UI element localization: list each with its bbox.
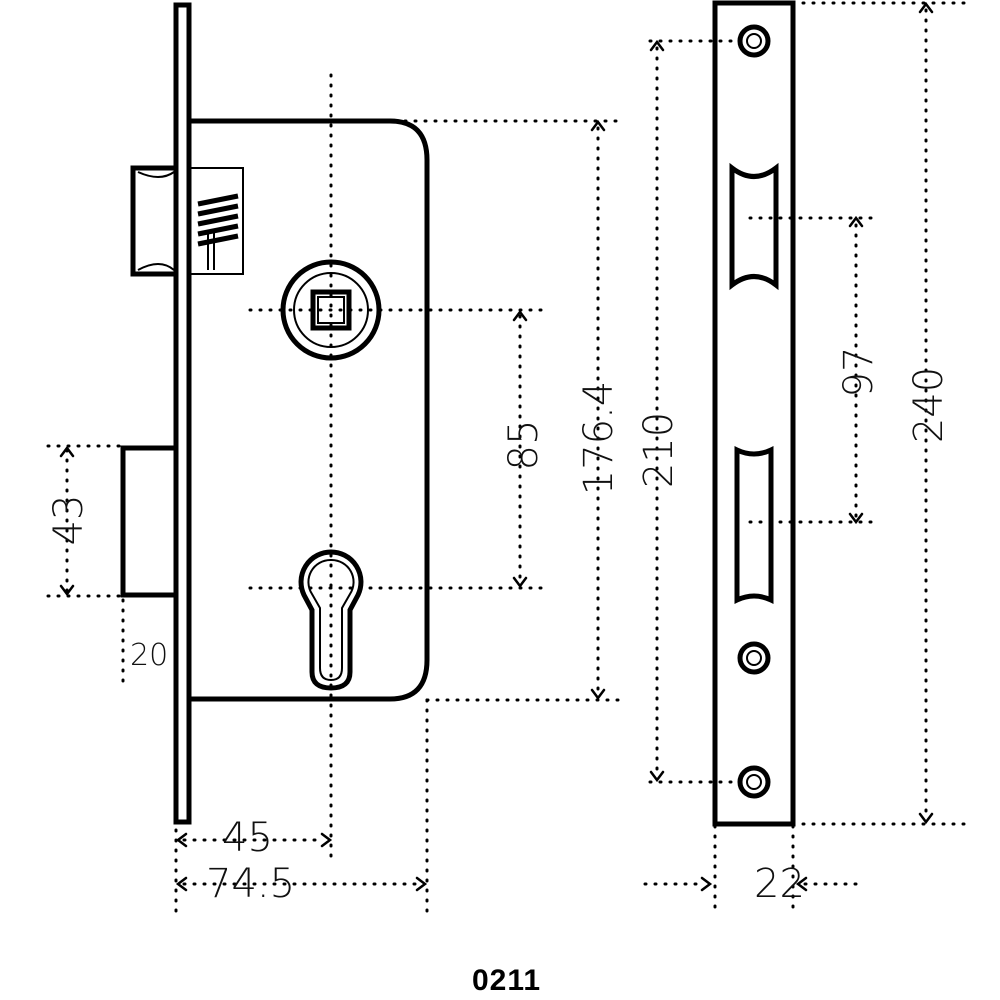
lock-body-view	[120, 2, 430, 825]
bolt-opening	[734, 446, 774, 604]
latch-opening	[729, 162, 779, 291]
cylinder-cutout	[298, 549, 364, 691]
screw-hole-bottom	[737, 765, 771, 799]
dim-240: 240	[906, 367, 952, 443]
faceplate	[712, 0, 796, 827]
faceplate-view	[712, 0, 796, 827]
dim-22: 22	[754, 861, 805, 907]
dim-210: 210	[636, 412, 682, 488]
dim-97: 97	[836, 347, 882, 398]
dead-bolt	[120, 445, 179, 598]
screw-hole-middle	[737, 641, 771, 675]
dim-74-5: 74.5	[206, 861, 295, 907]
lock-case	[189, 118, 430, 702]
model-code: 0211	[472, 964, 541, 997]
dim-20: 20	[130, 638, 168, 673]
left-dimension-lines	[59, 119, 606, 892]
dimension-labels: 45 74.5 20 22 43 85 176.4 210 97 240	[46, 347, 952, 907]
right-dimension-lines	[643, 1, 967, 917]
forend-plate	[173, 2, 192, 825]
dim-45: 45	[222, 815, 273, 861]
left-extension-lines	[46, 73, 627, 917]
dim-176-4: 176.4	[576, 381, 622, 496]
latch-bolt	[130, 165, 244, 277]
dim-43: 43	[46, 495, 92, 546]
screw-hole-top	[737, 24, 771, 58]
dim-85: 85	[501, 420, 547, 471]
